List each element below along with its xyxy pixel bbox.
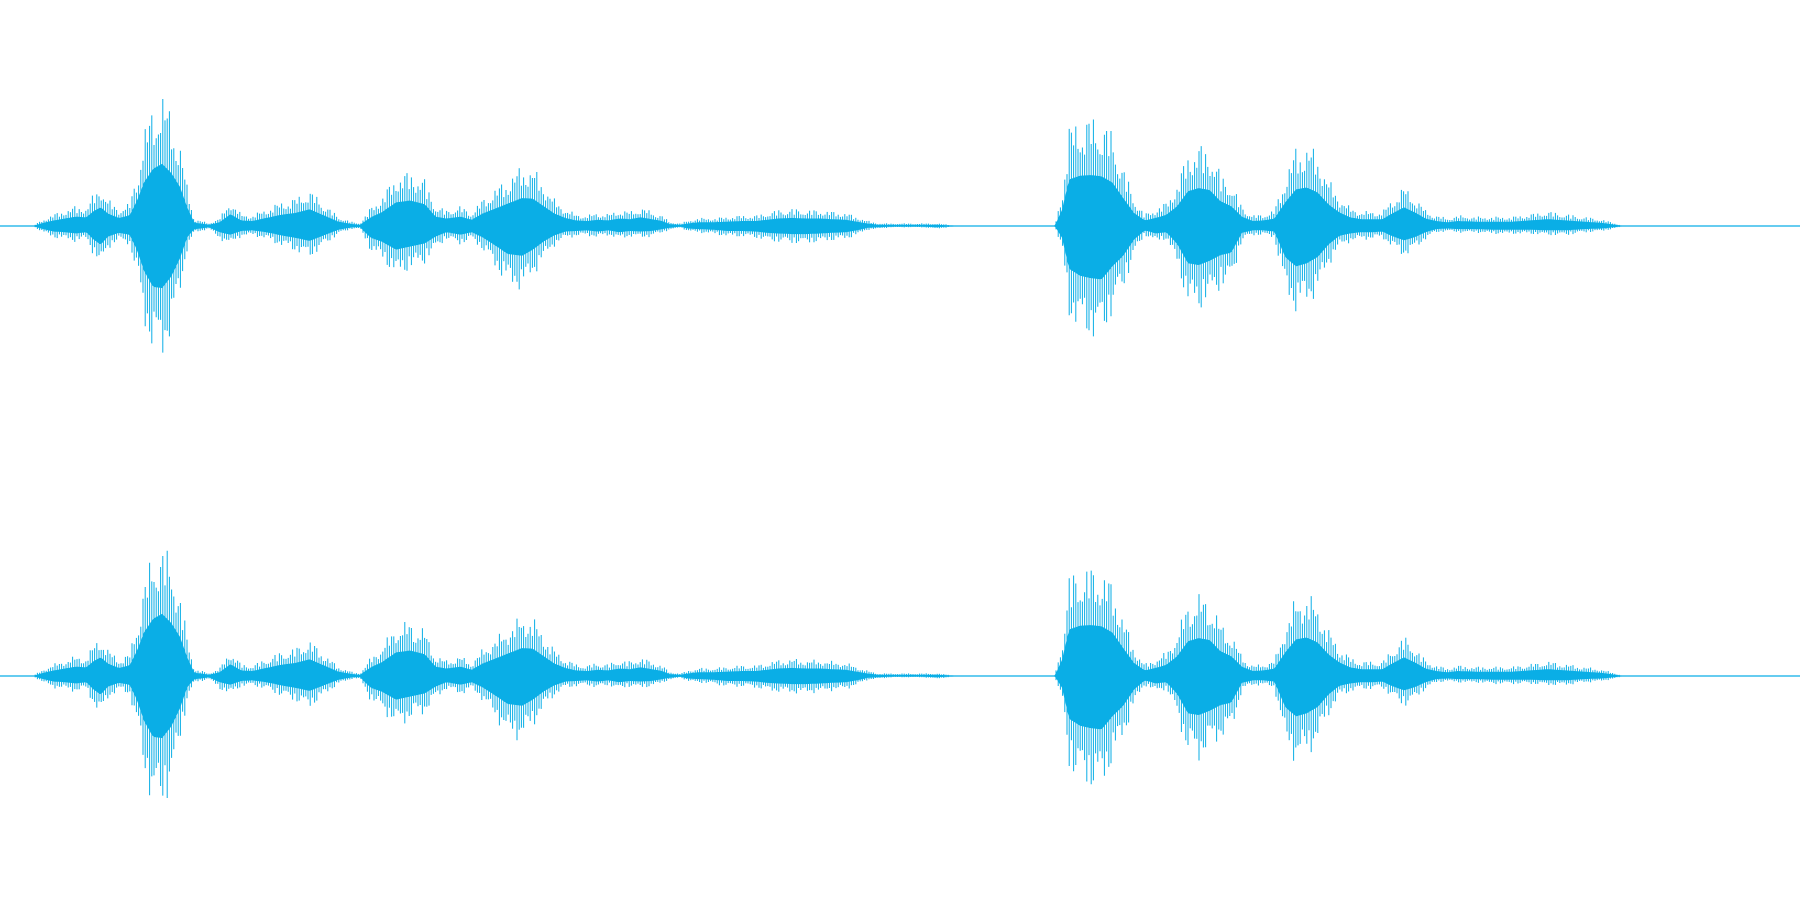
channel-1-waveform	[0, 99, 1800, 353]
channel-1-oscillation	[34, 99, 1620, 353]
channel-2-oscillation	[34, 550, 1620, 798]
channel-2-waveform	[0, 550, 1800, 798]
